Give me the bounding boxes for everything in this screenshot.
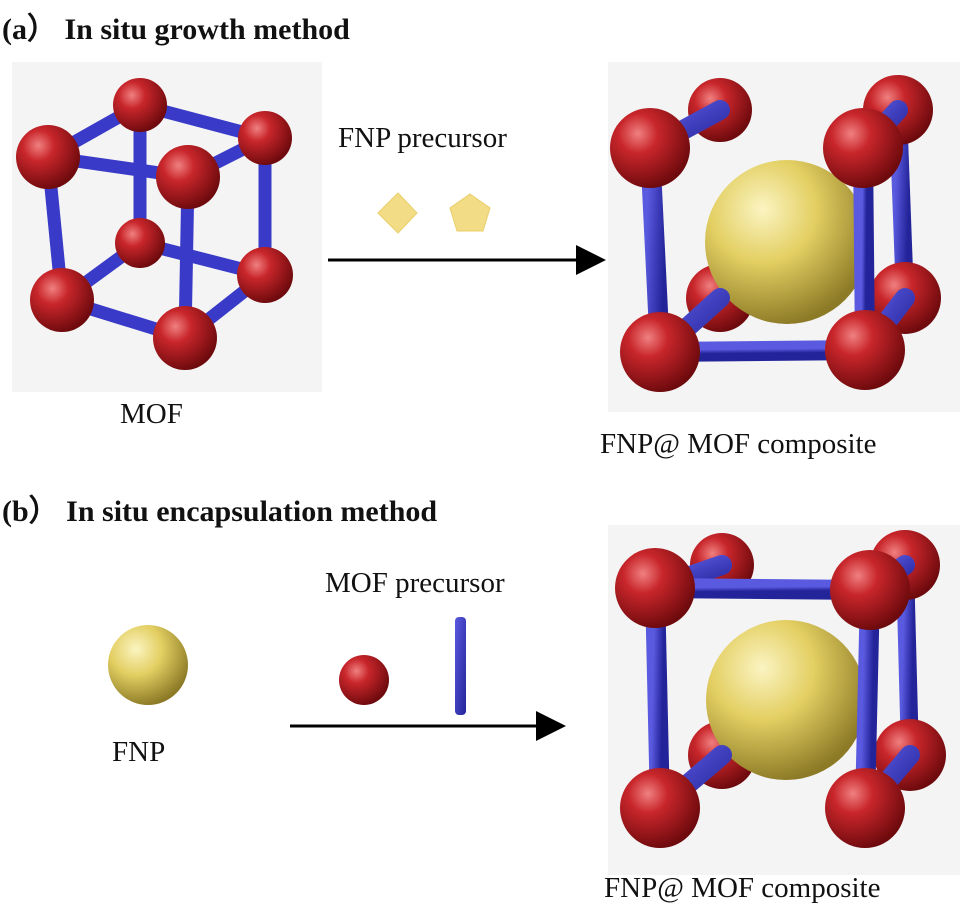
panel-b-title: (b） In situ encapsulation method <box>2 495 438 528</box>
composite-a-label: FNP@ MOF composite <box>600 428 877 460</box>
panel-a-title: (a） In situ growth method <box>2 13 350 46</box>
composite-b-label: FNP@ MOF composite <box>604 872 881 904</box>
mof-label: MOF <box>120 398 183 430</box>
fnp-precursor-label: FNP precursor <box>338 122 507 154</box>
mof-precursor-node-icon <box>339 655 389 705</box>
fnp-precursor-pentagon-icon <box>449 193 491 232</box>
fnp-mof-composite-b <box>615 530 946 848</box>
fnp-sphere <box>108 625 188 705</box>
mof-cube <box>16 78 293 370</box>
fnp-label: FNP <box>112 736 166 768</box>
fnp-precursor-diamond-icon <box>377 192 418 234</box>
mof-precursor-linker-icon <box>455 617 466 715</box>
mof-precursor-label: MOF precursor <box>325 567 505 599</box>
fnp-mof-composite-a <box>610 75 941 392</box>
